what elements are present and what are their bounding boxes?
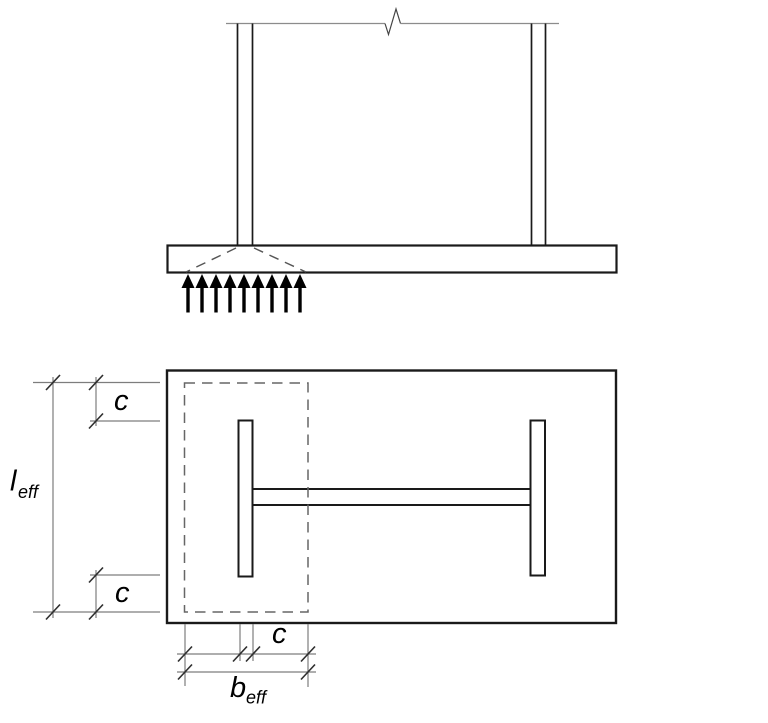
- label-b-eff-subscript: eff: [246, 688, 268, 708]
- bottom-dimensions: c b eff: [177, 618, 316, 708]
- load-arrow: [251, 274, 265, 313]
- label-c-top-left: c: [114, 385, 129, 417]
- break-symbol: [384, 6, 402, 37]
- load-arrow: [195, 274, 209, 313]
- stress-spread-line-left: [185, 247, 237, 273]
- load-arrow: [181, 274, 195, 313]
- load-arrow: [209, 274, 223, 313]
- load-arrow: [265, 274, 279, 313]
- left-dimension-ticks: [45, 374, 104, 621]
- i-section-right-flange: [529, 419, 546, 577]
- load-arrows: [181, 274, 307, 313]
- label-l-eff-base: l: [10, 466, 18, 498]
- stress-spread-line-right: [253, 247, 307, 273]
- label-l-eff-subscript: eff: [18, 482, 40, 502]
- i-section-web: [251, 488, 532, 506]
- load-arrow: [237, 274, 251, 313]
- effective-area-dashed-rect: [183, 382, 309, 613]
- load-arrow: [279, 274, 293, 313]
- label-b-eff: b eff: [230, 672, 268, 708]
- bottom-dimension-ticks: [177, 645, 316, 681]
- label-l-eff: l eff: [10, 466, 40, 503]
- left-column: [236, 23, 254, 246]
- label-c-bottom-left: c: [115, 577, 130, 609]
- plan-view: [165, 369, 618, 625]
- base-plate-elevation: [166, 244, 618, 274]
- i-section: [237, 419, 546, 578]
- label-b-eff-base: b: [230, 672, 246, 704]
- elevation-view: [166, 6, 618, 313]
- i-section-left-flange: [237, 419, 254, 578]
- load-arrow: [223, 274, 237, 313]
- right-column: [530, 23, 547, 246]
- load-arrow: [293, 274, 307, 313]
- label-c-bottom: c: [272, 618, 287, 650]
- left-dimensions: c c l eff: [10, 374, 160, 621]
